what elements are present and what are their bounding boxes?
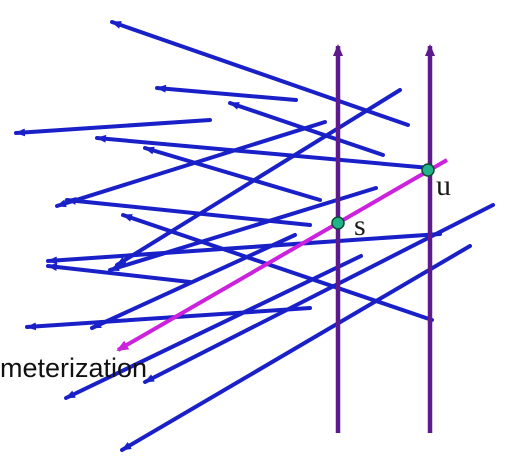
ray-line (55, 120, 327, 208)
ray-line (90, 233, 297, 330)
ray-line (143, 203, 495, 384)
ray-line (14, 118, 212, 137)
ray-line (46, 232, 442, 265)
ray-line (64, 254, 363, 400)
ray-line (143, 146, 322, 202)
ray-line (115, 88, 402, 267)
ray-line (121, 213, 434, 322)
ray-line (120, 244, 472, 452)
ray-line (46, 263, 192, 284)
highlighted-ray (116, 158, 449, 352)
caption-text: meterization (0, 353, 147, 383)
ray-group (14, 20, 495, 452)
plane-group (333, 44, 435, 433)
label-s: s (354, 209, 366, 242)
ray-line (155, 84, 298, 102)
intersection-point-s (331, 216, 345, 230)
ray-line (25, 306, 312, 331)
ray-line (108, 186, 378, 272)
ray-line (95, 134, 432, 170)
intersection-point-u (421, 163, 435, 177)
ray-line (110, 20, 410, 127)
label-u: u (436, 169, 451, 202)
